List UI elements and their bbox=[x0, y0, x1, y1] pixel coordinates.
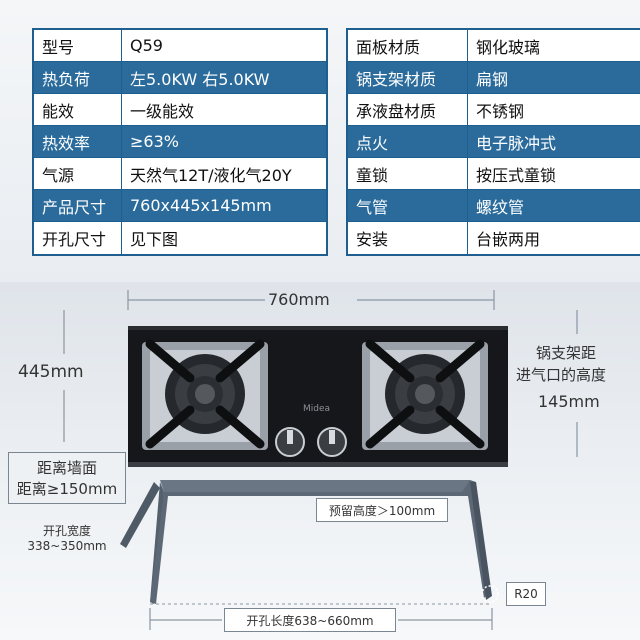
spec-value: 螺纹管 bbox=[476, 197, 525, 217]
dimension-diagram: 760mm 445mm Midea 锅支架距 进气口的高度 145mm 距离墙面… bbox=[0, 282, 640, 640]
spec-value: 扁钢 bbox=[476, 69, 509, 89]
spec-key: 童锁 bbox=[348, 158, 468, 189]
spec-row: 点火电子脉冲式 bbox=[348, 126, 640, 158]
spec-value: Q59 bbox=[130, 36, 163, 55]
spec-value: ≥63% bbox=[130, 132, 179, 151]
spec-value: 电子脉冲式 bbox=[476, 133, 557, 153]
spec-key: 气源 bbox=[34, 158, 122, 189]
spec-row: 气管螺纹管 bbox=[348, 190, 640, 222]
left-burner bbox=[142, 339, 268, 450]
spec-row: 产品尺寸 760x445x145mm bbox=[34, 190, 326, 222]
spec-row: 面板材质钢化玻璃 bbox=[348, 30, 640, 62]
spec-value: 不锈钢 bbox=[476, 101, 525, 121]
spec-key: 热负荷 bbox=[34, 62, 122, 93]
depth-label: 445mm bbox=[18, 362, 84, 382]
reserve-height-label: 预留高度＞100mm bbox=[328, 503, 436, 518]
spec-row: 热效率 ≥63% bbox=[34, 126, 326, 158]
spec-key: 开孔尺寸 bbox=[34, 222, 122, 254]
spec-key: 面板材质 bbox=[348, 30, 468, 61]
radius-box: R20 bbox=[506, 582, 546, 606]
spec-key: 安装 bbox=[348, 222, 468, 254]
spec-key: 热效率 bbox=[34, 126, 122, 157]
spec-row: 承液盘材质不锈钢 bbox=[348, 94, 640, 126]
cut-length-box: 开孔长度638~660mm bbox=[224, 608, 396, 632]
cut-length-label: 开孔长度638~660mm bbox=[246, 613, 374, 628]
spec-table-right: 面板材质钢化玻璃 锅支架材质扁钢 承液盘材质不锈钢 点火电子脉冲式 童锁按压式童… bbox=[346, 28, 640, 256]
wall-line1: 距离墙面 bbox=[36, 459, 97, 477]
spec-key: 型号 bbox=[34, 30, 122, 61]
spec-key: 承液盘材质 bbox=[348, 94, 468, 125]
height-caption-line2: 进气口的高度 bbox=[516, 366, 607, 384]
spec-value: 按压式童锁 bbox=[476, 165, 557, 185]
spec-value: 天然气12T/液化气20Y bbox=[130, 165, 292, 185]
right-burner bbox=[362, 339, 488, 450]
spec-value: 钢化玻璃 bbox=[476, 37, 541, 57]
spec-value: 760x445x145mm bbox=[130, 196, 272, 215]
cut-width-box: 开孔宽度 338~350mm bbox=[14, 512, 120, 562]
cutout-frame bbox=[120, 480, 499, 605]
spec-row: 型号 Q59 bbox=[34, 30, 326, 62]
spec-value: 左5.0KW 右5.0KW bbox=[130, 69, 270, 89]
wall-line2: 距离≥150mm bbox=[16, 480, 118, 498]
cut-length-dimension-line bbox=[149, 608, 493, 630]
cut-width-line1: 开孔宽度 bbox=[42, 523, 91, 538]
spec-key: 气管 bbox=[348, 190, 468, 221]
brand-logo: Midea bbox=[303, 404, 331, 414]
spec-key: 点火 bbox=[348, 126, 468, 157]
spec-table-left: 型号 Q59 热负荷左5.0KW 右5.0KW 能效一级能效 热效率 ≥63% 气源… bbox=[32, 28, 328, 256]
spec-row: 气源天然气12T/液化气20Y bbox=[34, 158, 326, 190]
spec-key: 产品尺寸 bbox=[34, 190, 122, 221]
reserve-height-box: 预留高度＞100mm bbox=[316, 498, 448, 522]
spec-row: 能效一级能效 bbox=[34, 94, 326, 126]
height-label: 145mm bbox=[538, 392, 600, 411]
cooktop bbox=[128, 326, 508, 467]
spec-row: 安装台嵌两用 bbox=[348, 222, 640, 254]
spec-row: 童锁按压式童锁 bbox=[348, 158, 640, 190]
spec-key: 能效 bbox=[34, 94, 122, 125]
height-caption-line1: 锅支架距 bbox=[536, 344, 597, 362]
cut-width-line2: 338~350mm bbox=[27, 538, 107, 553]
spec-key: 锅支架材质 bbox=[348, 62, 468, 93]
spec-row: 锅支架材质扁钢 bbox=[348, 62, 640, 94]
width-label: 760mm bbox=[268, 290, 330, 309]
spec-row: 开孔尺寸见下图 bbox=[34, 222, 326, 254]
radius-label: R20 bbox=[514, 587, 538, 601]
width-dimension-line bbox=[127, 290, 495, 310]
right-knob bbox=[317, 427, 347, 457]
left-knob bbox=[275, 427, 305, 457]
spec-row: 热负荷左5.0KW 右5.0KW bbox=[34, 62, 326, 94]
spec-value: 台嵌两用 bbox=[476, 230, 541, 249]
wall-distance-box: 距离墙面 距离≥150mm bbox=[8, 452, 126, 504]
spec-value: 一级能效 bbox=[130, 101, 195, 121]
spec-value: 见下图 bbox=[130, 230, 179, 249]
diagram-drawing bbox=[63, 290, 578, 630]
